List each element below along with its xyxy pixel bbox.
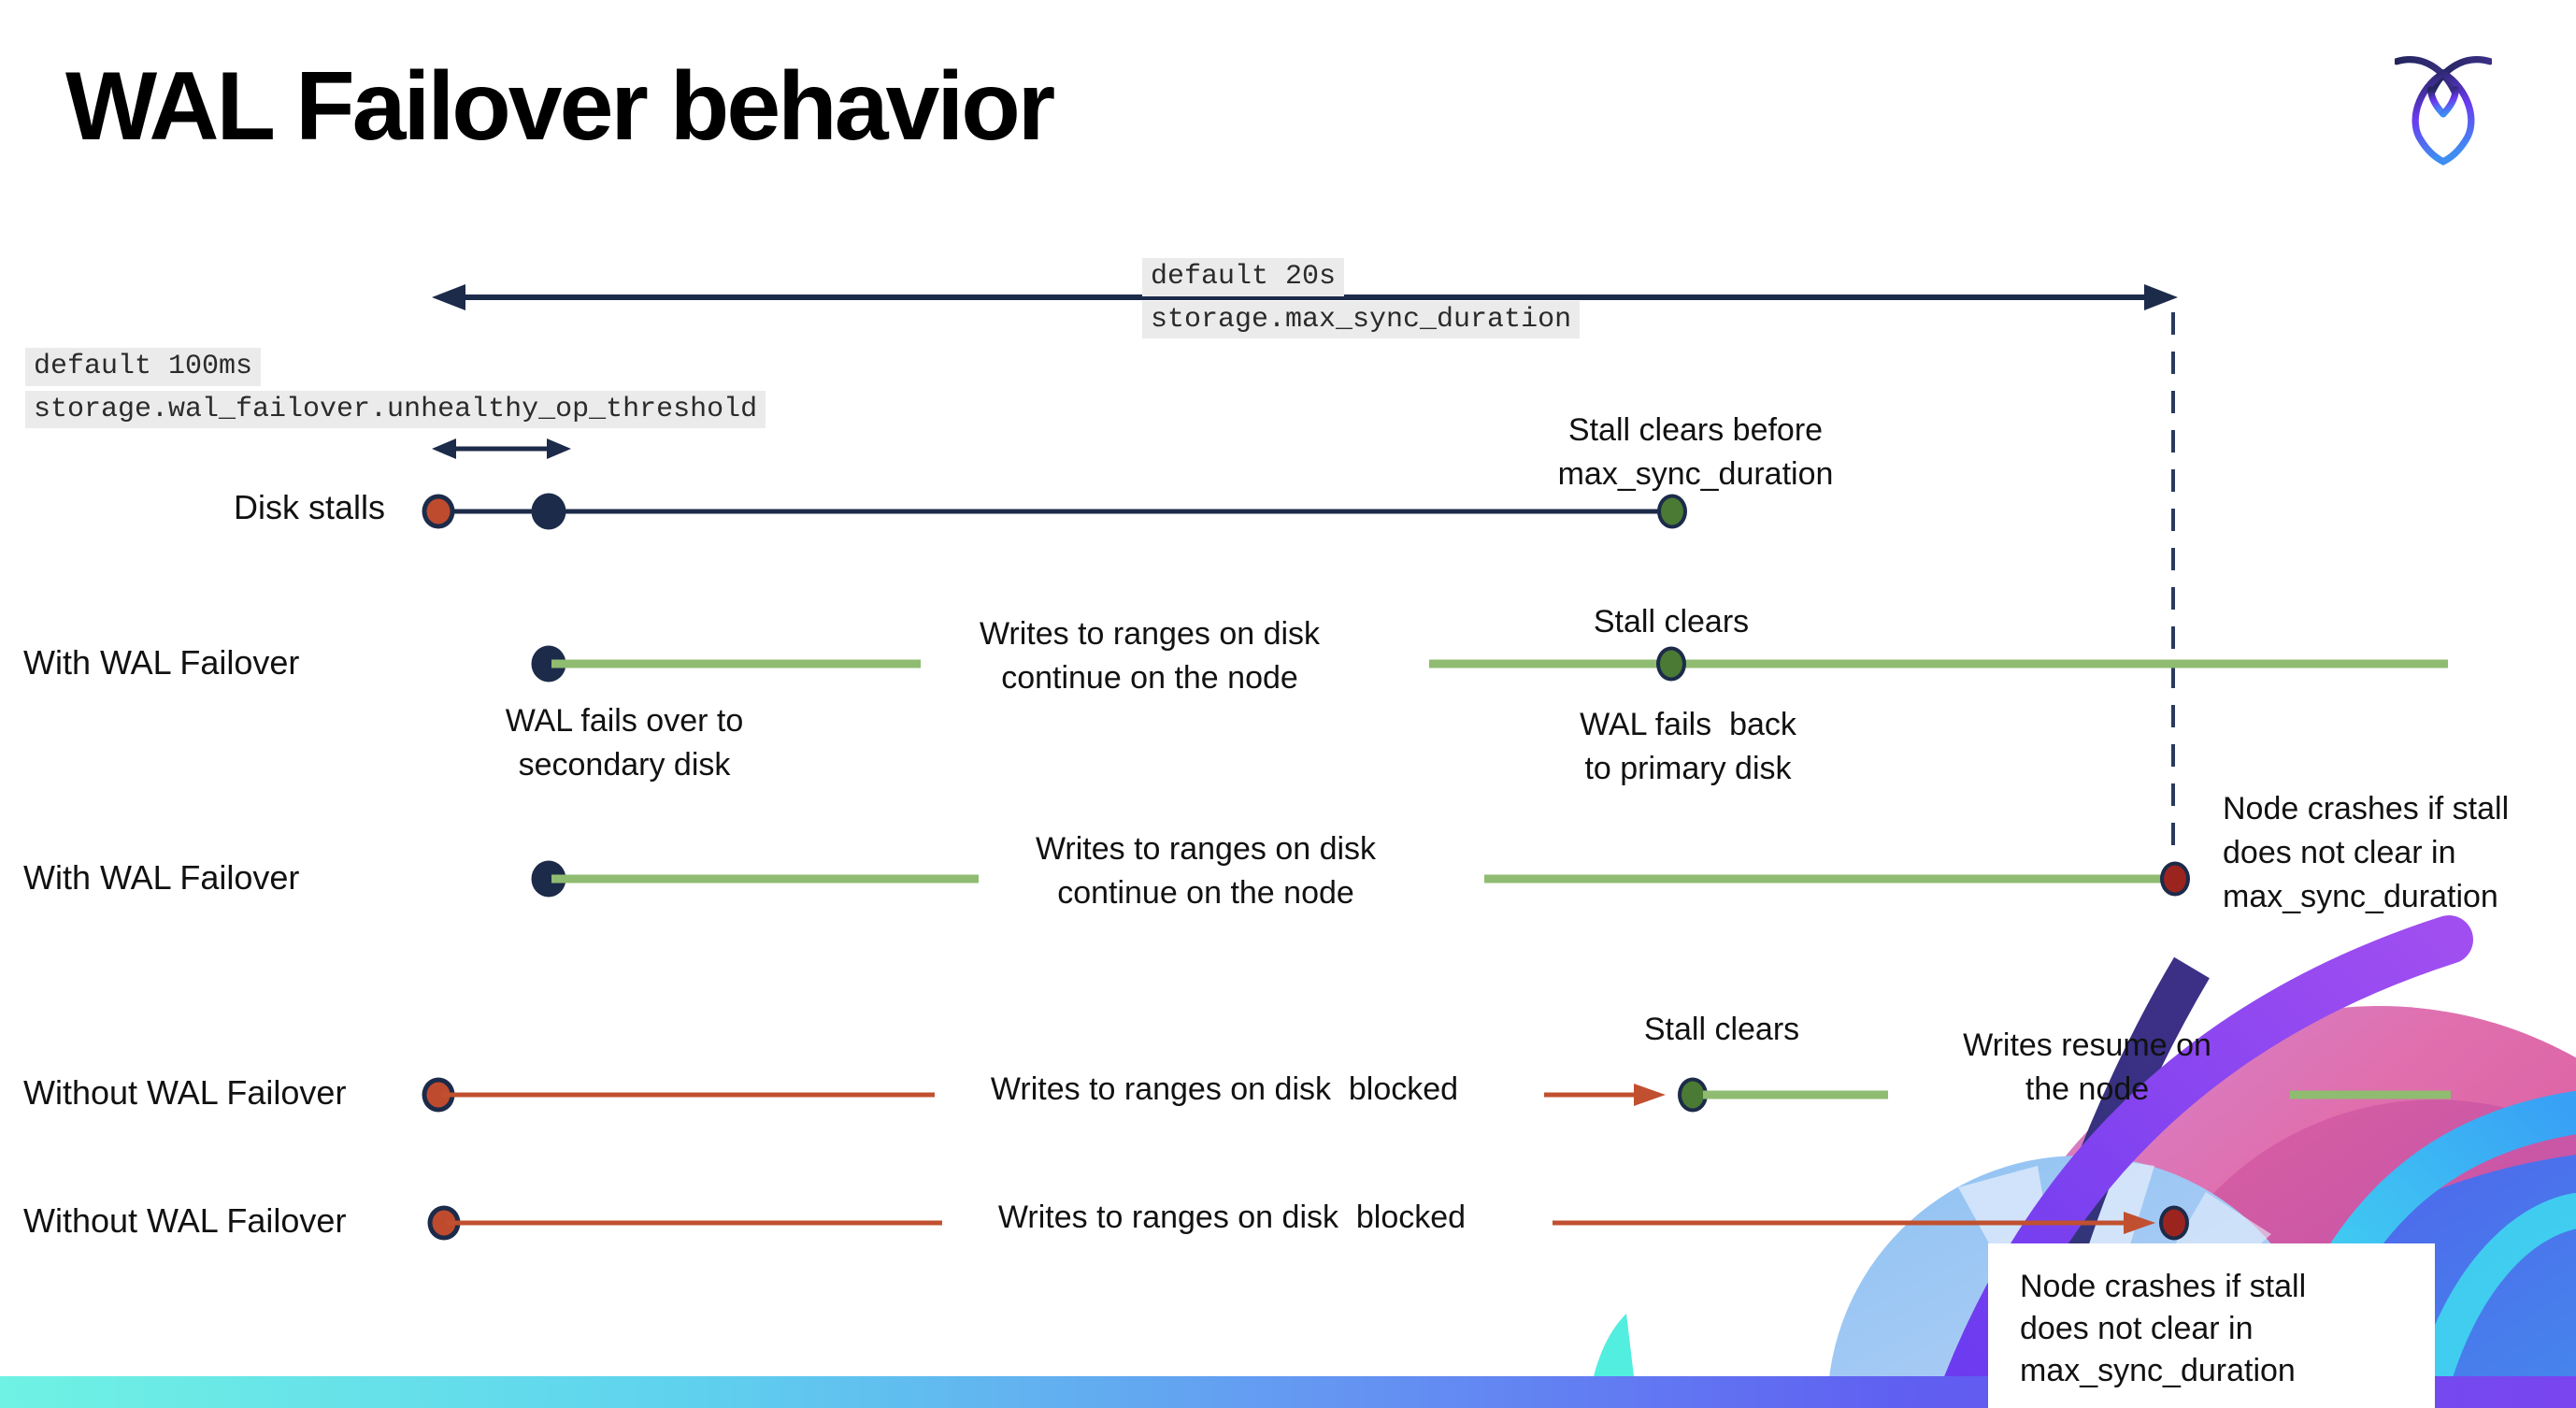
row-label-disk-stalls: Disk stalls — [233, 488, 385, 526]
max-sync-dashed-line — [2171, 312, 2175, 862]
without-wal-crash-note: Node crashes if stall does not clear in … — [2020, 1269, 2307, 1388]
stall-clears-dot-row2 — [1656, 646, 1686, 682]
row-label-without-wal-2: Without WAL Failover — [23, 1201, 347, 1240]
writes-continue-note-row3: Writes to ranges on disk continue on the… — [1035, 831, 1377, 911]
node-crash-dot-row5 — [2159, 1205, 2189, 1241]
max-sync-duration-labels: default 20s storage.max_sync_duration — [1142, 258, 1581, 338]
disk-stalls-timeline — [438, 509, 1672, 514]
wal-fails-over-note: WAL fails over to secondary disk — [505, 703, 744, 783]
writes-continue-line-b-row3 — [1484, 874, 2168, 884]
node-crash-dot-row3 — [2160, 861, 2190, 897]
row-label-without-wal-1: Without WAL Failover — [23, 1073, 347, 1112]
blocked-arrowhead-icon-row4 — [1634, 1084, 1666, 1106]
cockroachdb-logo-icon — [2395, 56, 2492, 165]
writes-blocked-line-b-row5 — [1553, 1220, 2124, 1226]
max-sync-arrowhead-left-icon — [432, 284, 465, 310]
page-title: WAL Failover behavior — [65, 52, 1055, 161]
crash-note-box: Node crashes if stall does not clear in … — [1988, 1243, 2435, 1408]
max-sync-default-label: default 20s — [1142, 258, 1345, 296]
stall-clears-note-row2: Stall clears — [1593, 604, 1750, 639]
disk-stall-start-dot — [422, 494, 455, 529]
max-sync-setting-label: storage.max_sync_duration — [1142, 300, 1581, 338]
unhealthy-op-setting-label: storage.wal_failover.unhealthy_op_thresh… — [25, 390, 766, 428]
max-sync-arrowhead-right-icon — [2144, 284, 2178, 310]
writes-blocked-line-a-row4 — [441, 1092, 935, 1098]
blocked-arrowhead-icon-row5 — [2124, 1212, 2155, 1234]
writes-blocked-line-b-row4 — [1544, 1092, 1634, 1098]
writes-continue-line-a-row2 — [551, 659, 921, 668]
stall-clears-note-row4: Stall clears — [1643, 1012, 1800, 1047]
unhealthy-op-arrowhead-right-icon — [547, 438, 571, 459]
unhealthy-op-threshold-labels: default 100ms storage.wal_failover.unhea… — [25, 348, 766, 428]
writes-continue-line-b-row2 — [1429, 659, 2448, 668]
stall-clears-dot-row4 — [1678, 1077, 1708, 1113]
unhealthy-op-default-label: default 100ms — [25, 348, 262, 386]
stall-clears-dot-row1 — [1657, 494, 1687, 529]
writes-resume-line-b-row4 — [2290, 1090, 2451, 1099]
writes-continue-note-row2: Writes to ranges on disk continue on the… — [979, 616, 1321, 696]
writes-resume-line-a-row4 — [1703, 1090, 1888, 1099]
wal-fails-back-note: WAL fails back to primary disk — [1580, 707, 1796, 786]
writes-blocked-note-row5: Writes to ranges on disk blocked — [997, 1200, 1467, 1235]
threshold-reached-dot — [531, 493, 566, 530]
node-crash-note-row3: Node crashes if stall does not clear in … — [2223, 791, 2510, 914]
writes-resume-note-row4: Writes resume on the node — [1963, 1027, 2211, 1107]
stall-clears-before-note: Stall clears before max_sync_duration — [1557, 412, 1834, 492]
unhealthy-op-arrow-line — [452, 446, 548, 452]
max-sync-duration-arrow-line — [464, 295, 2146, 300]
writes-blocked-line-a-row5 — [447, 1220, 942, 1226]
row-label-with-wal-2: With WAL Failover — [23, 858, 300, 897]
writes-continue-line-a-row3 — [551, 874, 979, 884]
unhealthy-op-arrowhead-left-icon — [432, 438, 456, 459]
writes-blocked-note-row4: Writes to ranges on disk blocked — [990, 1071, 1459, 1107]
row-label-with-wal-1: With WAL Failover — [23, 643, 300, 682]
